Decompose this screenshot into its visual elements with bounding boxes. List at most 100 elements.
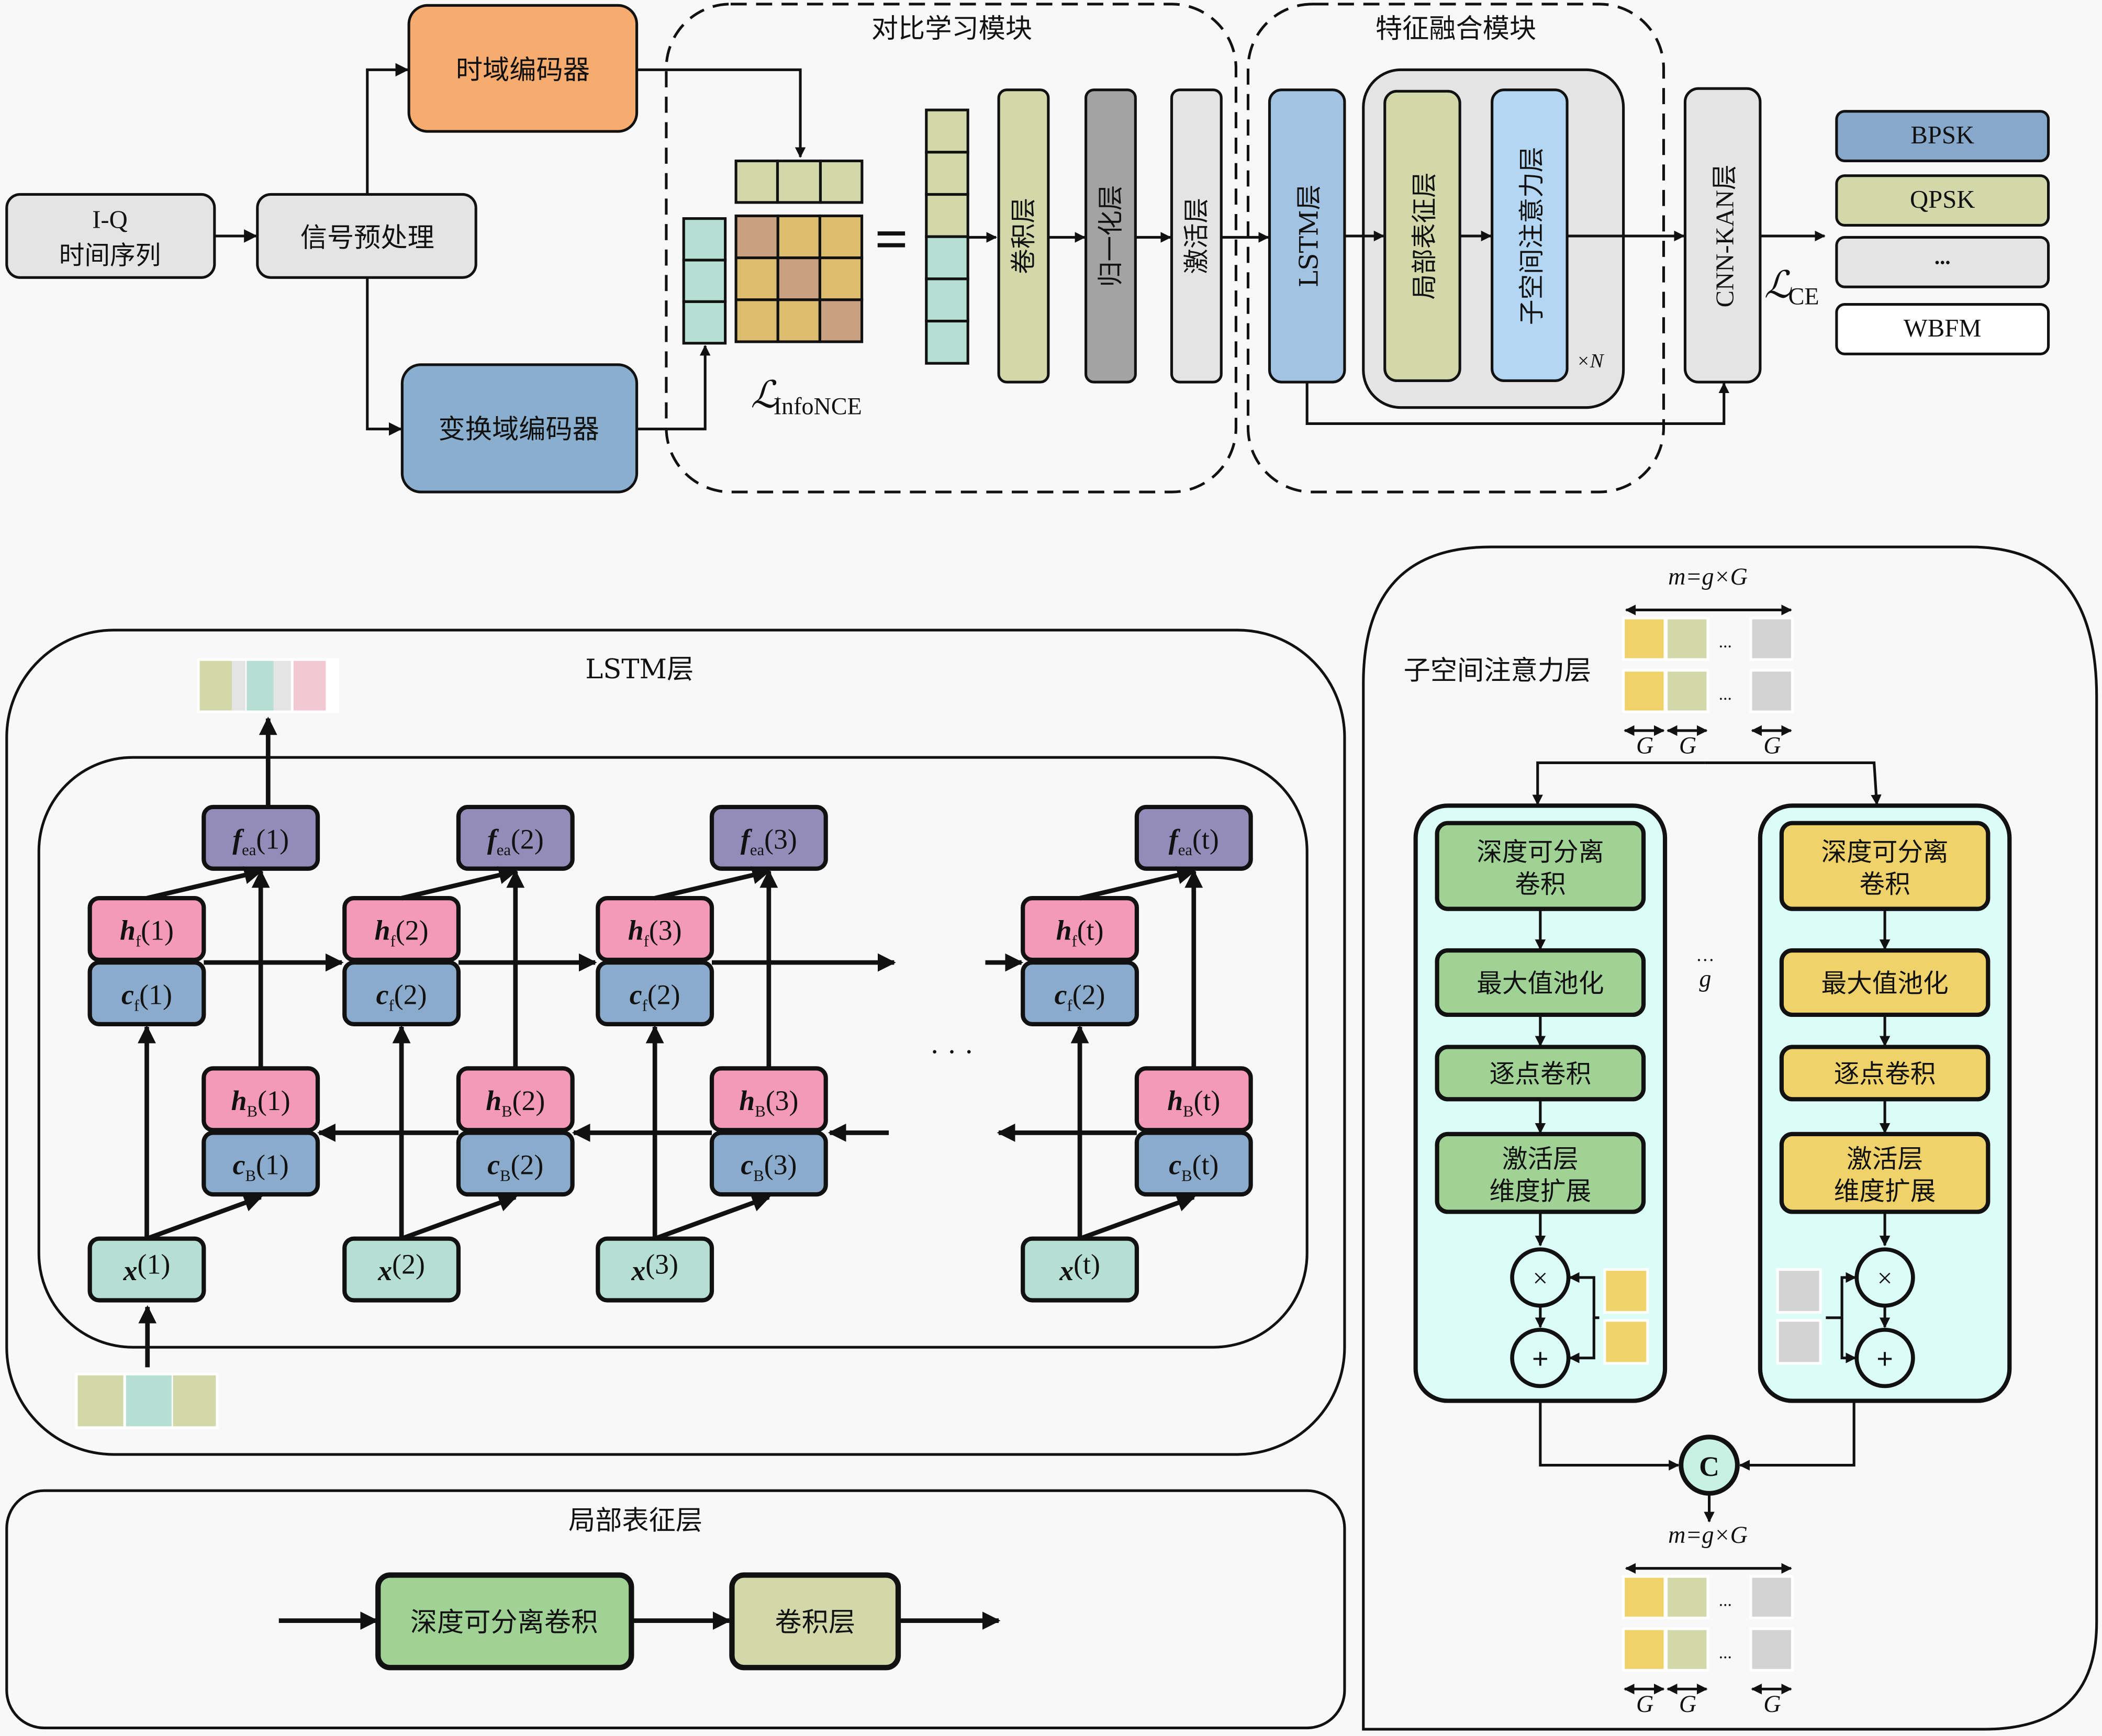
c-backward-cell: cB(3) — [709, 1130, 828, 1197]
g-width-label: G — [1679, 1690, 1696, 1717]
branch-block-label-line2: 卷积 — [1859, 870, 1910, 899]
weight-cell — [1603, 1268, 1649, 1314]
matrix-cell — [818, 256, 864, 301]
branch-count-label: g — [1699, 965, 1711, 992]
h-forward-cell-label: hf(t) — [1056, 915, 1104, 950]
g-width-label: G — [1636, 1690, 1653, 1717]
f-ea-cell: fea(3) — [709, 804, 828, 871]
local-representation-panel: 局部表征层 — [5, 1489, 1346, 1730]
concat-symbol: C — [1699, 1451, 1719, 1482]
h-backward-cell-label: hB(t) — [1167, 1085, 1220, 1121]
group-cell — [1622, 1575, 1667, 1620]
group-cell — [1665, 1627, 1709, 1672]
local-panel-title: 局部表征层 — [568, 1505, 702, 1536]
add-symbol: + — [1532, 1343, 1549, 1375]
f-ea-cell: fea(1) — [202, 804, 320, 871]
f-ea-cell-label: fea(3) — [741, 823, 797, 859]
vector-cell — [819, 159, 864, 204]
group-cell — [1622, 669, 1667, 713]
h-forward-cell: hf(3) — [596, 896, 714, 962]
add-node: + — [1854, 1328, 1915, 1388]
c-forward-cell: cf(2) — [342, 960, 461, 1026]
infonce-loss: ℒ InfoNCE — [751, 374, 862, 420]
m-formula: m=g×G — [1668, 563, 1748, 590]
group-ellipsis: ... — [1719, 685, 1732, 704]
arrow-forward-to-f — [401, 866, 518, 901]
local-conv-label: 卷积层 — [775, 1607, 855, 1638]
lstm-cells: fea(1)hf(1)cf(1)hB(1)cB(1)x(1)fea(2)hf(2… — [87, 804, 1253, 1303]
vector-cell — [925, 193, 969, 238]
f-ea-cell-label: fea(t) — [1169, 823, 1219, 859]
h-backward-cell: hB(t) — [1134, 1066, 1253, 1133]
local-conv-box: 卷积层 — [729, 1572, 901, 1671]
branch-block: 最大值池化 — [1779, 948, 1991, 1017]
c-backward-cell-label: cB(2) — [487, 1149, 543, 1185]
arrow-forward-to-f — [146, 866, 263, 901]
class-box-qpsk — [1835, 174, 2050, 227]
c-forward-cell: cf(1) — [87, 960, 206, 1026]
arrow-time-to-matrix — [636, 68, 806, 158]
arrow-right-to-concat — [1739, 1401, 1855, 1471]
activation-layer-label: 激活层 — [1182, 198, 1212, 274]
branch-ellipsis-dots: ··· — [1696, 950, 1715, 971]
c-forward-cell: cf(2) — [596, 960, 714, 1026]
add-symbol: + — [1876, 1343, 1893, 1375]
c-forward-cell: cf(2) — [1021, 960, 1139, 1026]
g-width-label: G — [1763, 732, 1781, 759]
weight-cell — [1776, 1268, 1822, 1314]
transform-encoder-label: 变换域编码器 — [439, 414, 599, 445]
time-encoder-box: 时域编码器 — [407, 4, 639, 133]
arrow-x-to-backward — [654, 1194, 771, 1241]
class-box-bpsk — [1835, 110, 2050, 163]
matrix-cell — [776, 298, 822, 343]
h-forward-cell-label: hf(3) — [628, 915, 682, 950]
equals-sign: = — [875, 207, 908, 272]
group-ellipsis: ... — [1719, 1591, 1732, 1610]
lstm-layer-box: LSTM层 — [1268, 88, 1346, 384]
matrix-cell — [818, 214, 864, 260]
h-backward-cell: hB(2) — [456, 1066, 575, 1133]
branch-block-label-line1: 深度可分离 — [1821, 837, 1948, 867]
branch-block: 深度可分离卷积 — [1779, 821, 1991, 911]
branch-block-label: 最大值池化 — [1477, 969, 1604, 998]
group-cell — [1665, 1575, 1709, 1620]
time-encoder-label: 时域编码器 — [456, 54, 590, 86]
class-output-list: BPSK QPSK ... WBFM — [1835, 110, 2050, 355]
x-input-cell: x(3) — [596, 1236, 714, 1303]
branch-block-label: 逐点卷积 — [1834, 1059, 1936, 1089]
vector-cell — [925, 277, 969, 323]
vector-cell — [682, 300, 727, 345]
g-width-label: G — [1636, 732, 1653, 759]
class-label: WBFM — [1904, 314, 1982, 342]
vector-cell — [682, 259, 727, 303]
x-input-cell-label: x(1) — [123, 1248, 171, 1286]
h-backward-cell: hB(3) — [709, 1066, 828, 1133]
local-layer-label: 局部表征层 — [1410, 172, 1439, 299]
branch-block-label-line2: 卷积 — [1515, 870, 1566, 899]
infonce-subscript: InfoNCE — [774, 393, 862, 420]
vector-cell — [734, 159, 779, 204]
weight-to-add — [1569, 1317, 1595, 1363]
g-width-label: G — [1763, 1690, 1781, 1717]
local-layer-box: 局部表征层 — [1383, 89, 1461, 383]
group-cell — [1749, 1575, 1794, 1620]
input-label-line2: 时间序列 — [59, 241, 161, 271]
lstm-panel-title: LSTM层 — [585, 654, 694, 685]
h-backward-cell-label: hB(2) — [486, 1085, 545, 1121]
input-iq-box: I-Q 时间序列 — [5, 193, 216, 279]
ce-loss: ℒ CE — [1764, 264, 1819, 310]
matrix-cell — [776, 214, 822, 260]
subspace-attention-panel: 子空间注意力层 — [1362, 545, 2098, 1731]
arrow-x-to-backward — [1079, 1194, 1196, 1241]
fusion-module-title: 特征融合模块 — [1376, 13, 1536, 44]
matrix-cell — [734, 214, 779, 260]
weight-cell — [1603, 1319, 1649, 1365]
branch-block-label-line1: 激活层 — [1847, 1145, 1923, 1174]
c-forward-cell-label: cf(2) — [630, 979, 680, 1014]
x-input-cell-label: x(2) — [377, 1248, 425, 1286]
matrix-cell — [776, 256, 822, 301]
